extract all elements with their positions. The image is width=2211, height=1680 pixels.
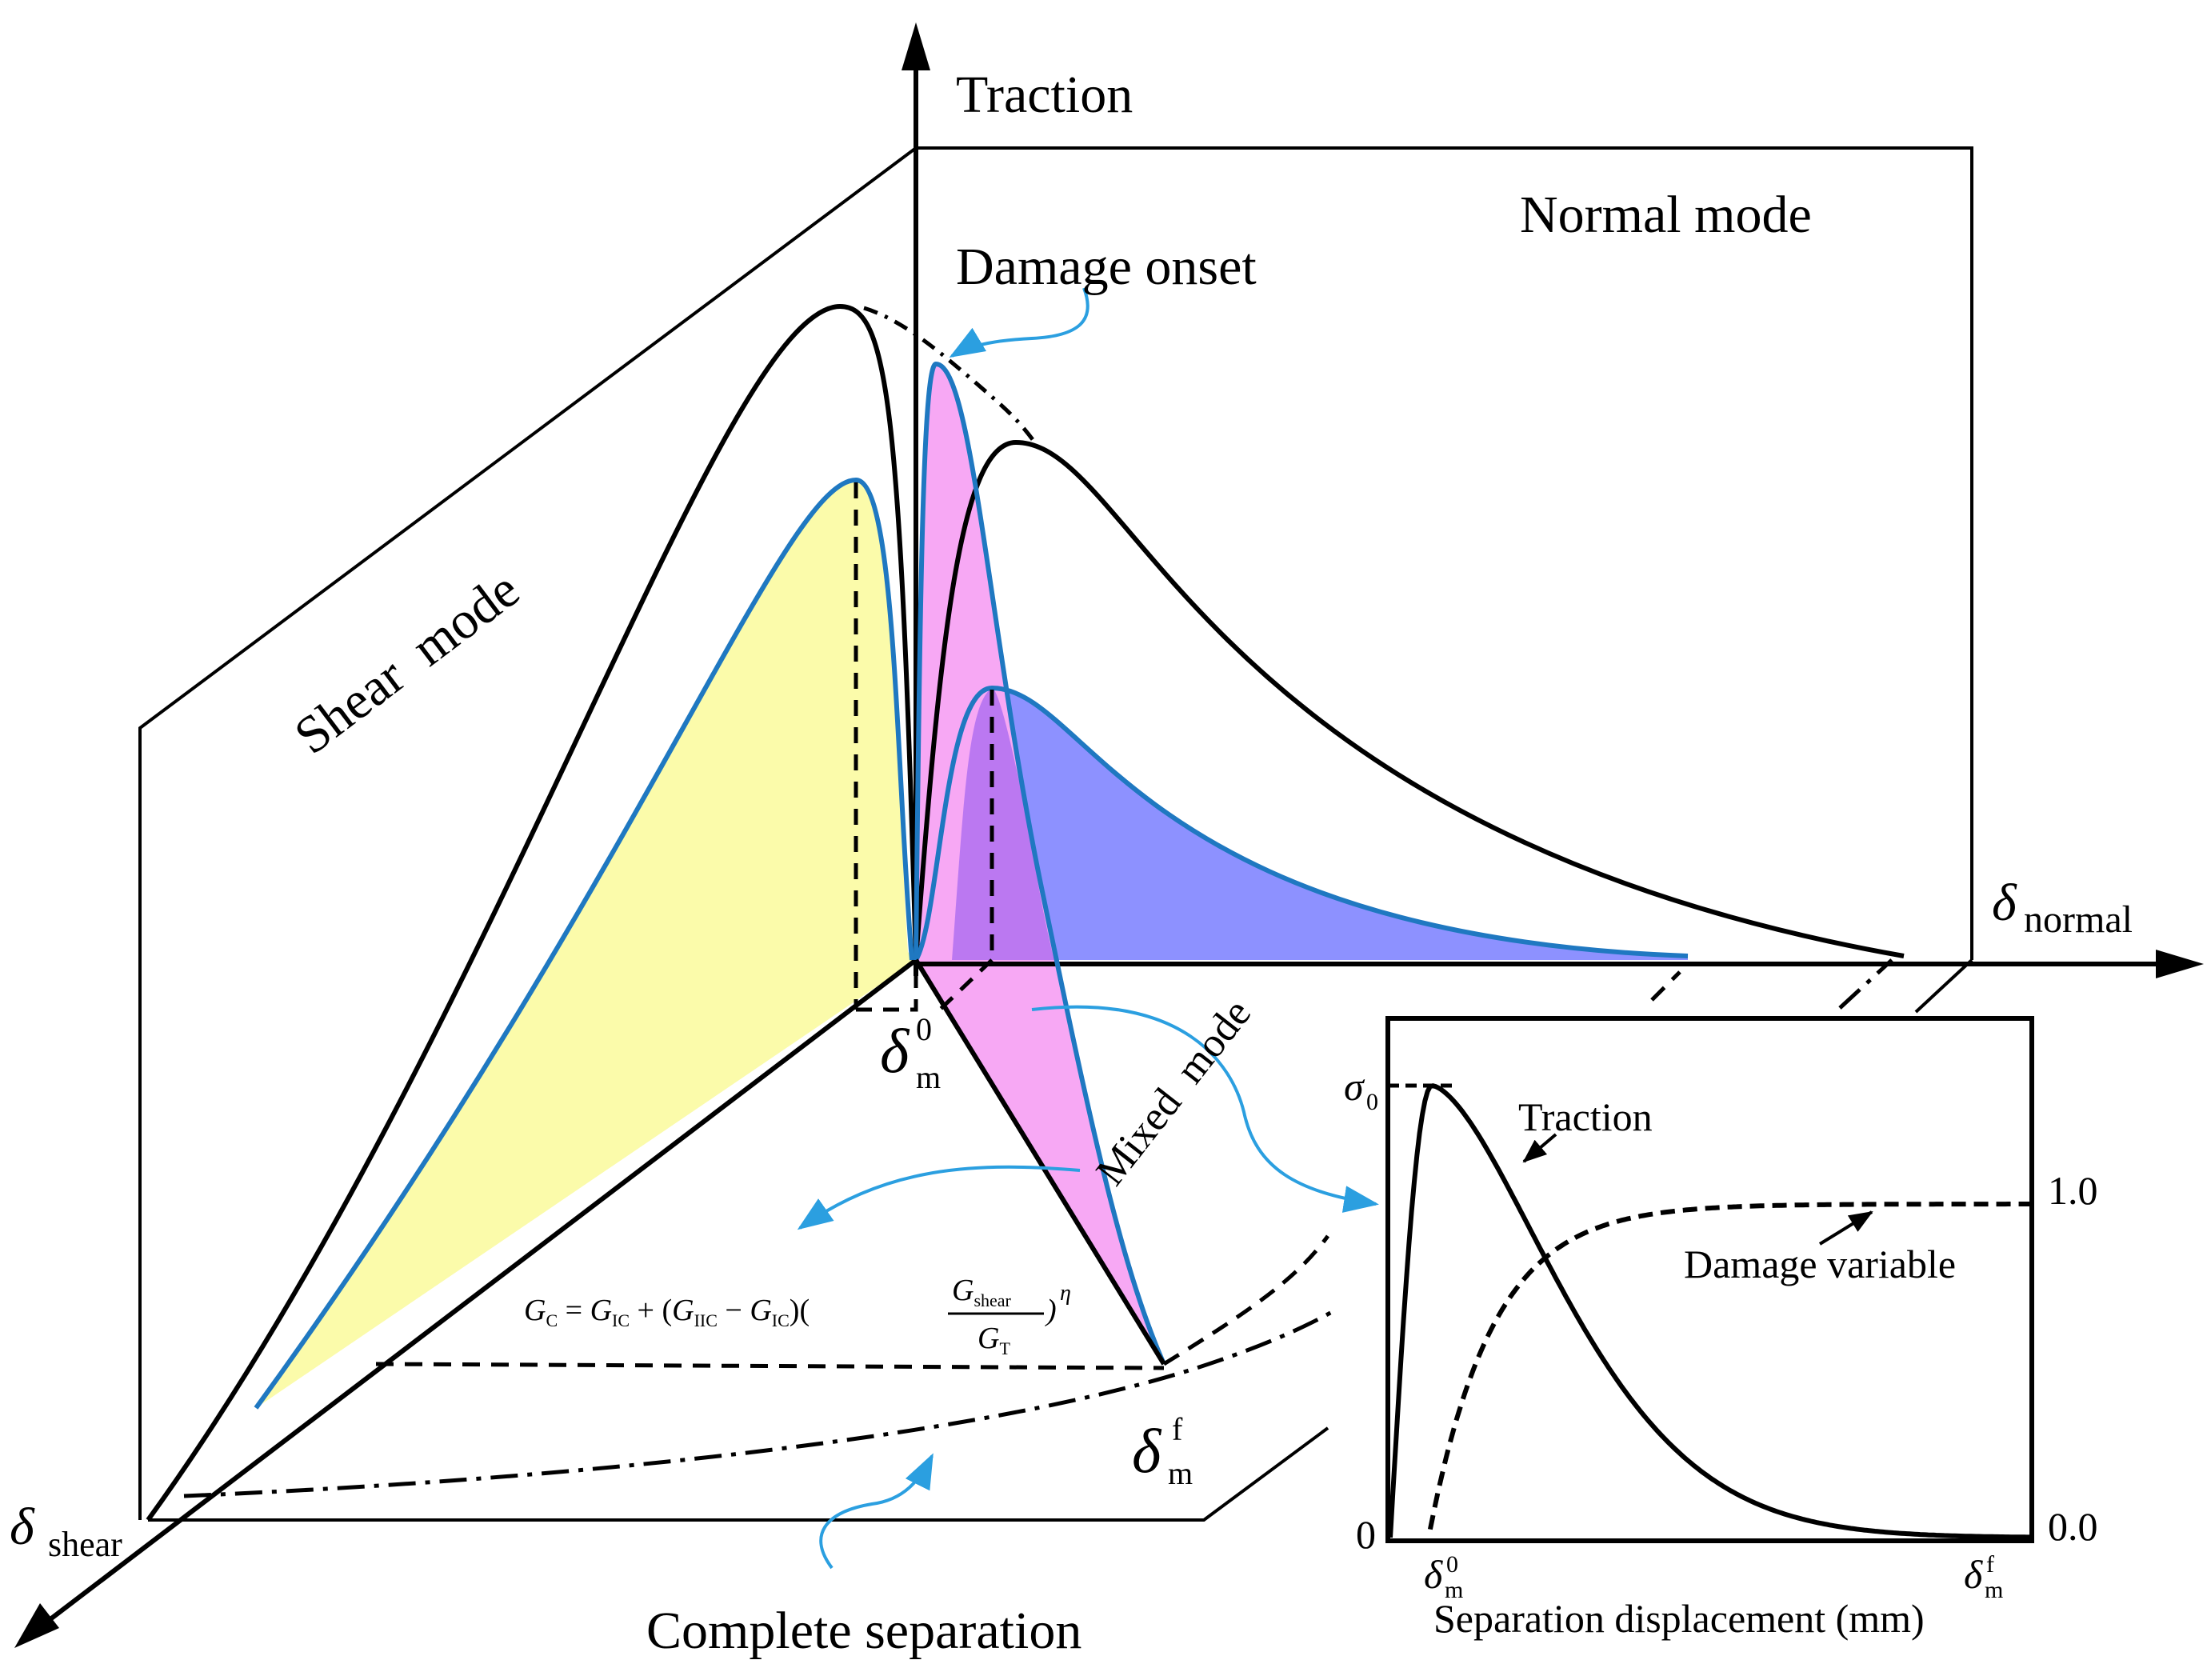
inset-right-top-tick: 1.0 — [2048, 1168, 2098, 1213]
inset-frame — [1385, 1016, 2034, 1543]
delta-m-final-label: δ f m — [1132, 1411, 1193, 1491]
svg-text:δ: δ — [880, 1016, 910, 1086]
inset-damage-curve — [1427, 1202, 2029, 1530]
delta-normal-label: δ normal — [1992, 874, 2133, 941]
svg-text:δ: δ — [1132, 1416, 1162, 1486]
shear-traction-curve — [254, 477, 914, 1410]
mixed-final-projection — [375, 1362, 1165, 1370]
svg-text:δ: δ — [1992, 874, 2017, 932]
normal-axis-arrowhead — [2156, 950, 2204, 978]
inset-sigma0-label: σ 0 — [1344, 1064, 1378, 1115]
svg-text:f: f — [1172, 1411, 1183, 1447]
damage-pointer-arrow — [1818, 1210, 1873, 1246]
mixed-traction-curve — [914, 361, 1166, 1366]
mixed-mode-baseline — [914, 958, 1166, 1366]
mixed-final-projection-normal — [1162, 1234, 1330, 1366]
delta-m-onset-label: δ 0 m — [880, 1011, 941, 1095]
inset-damage-label: Damage variable — [1684, 1242, 1956, 1286]
svg-text:δ: δ — [1964, 1552, 1983, 1597]
normal-mode-area — [916, 688, 1688, 960]
fracture-energy-formula: GC = GIC + (GIIC − GIC)( Gshear GT ) η — [524, 1274, 1071, 1358]
svg-text:f: f — [1986, 1551, 1994, 1578]
damage-onset-label: Damage onset — [956, 238, 1257, 296]
formula-arrow — [797, 1165, 1081, 1230]
svg-text:m: m — [1445, 1577, 1463, 1603]
shear-mode-plane — [138, 146, 918, 1520]
inset-traction-label: Traction — [1518, 1094, 1653, 1139]
svg-text:0: 0 — [916, 1011, 932, 1047]
svg-text:): ) — [1045, 1294, 1057, 1327]
traction-pointer-arrow — [1522, 1133, 1557, 1163]
delta-shear-label: δ shear — [10, 1498, 122, 1564]
complete-separation-envelope — [183, 1310, 1333, 1498]
normal-traction-curve — [914, 685, 1689, 962]
shear-axis-arrowhead — [14, 1603, 59, 1648]
svg-text:GT: GT — [978, 1322, 1010, 1358]
normal-envelope-curve — [914, 439, 1905, 961]
svg-text:normal: normal — [2024, 898, 2133, 941]
inset-traction-damage-chart: Traction Damage variable Separation disp… — [1344, 1016, 2098, 1641]
inset-traction-curve — [1388, 1083, 2029, 1540]
svg-text:Gshear: Gshear — [952, 1274, 1012, 1310]
svg-text:shear: shear — [48, 1525, 122, 1564]
svg-text:0: 0 — [1446, 1551, 1458, 1578]
mixed-mode-label: Mixed mode — [1088, 991, 1261, 1194]
mixed-mode-area — [916, 364, 1164, 1364]
svg-text:σ: σ — [1344, 1064, 1365, 1109]
mixed-normal-overlap — [916, 688, 1054, 960]
svg-text:η: η — [1060, 1281, 1071, 1306]
inset-xlabel: Separation displacement (mm) — [1433, 1596, 1925, 1641]
normal-final-projection-a — [1650, 970, 1681, 1002]
svg-text:GC = GIC + (GIIC − GIC)(: GC = GIC + (GIIC − GIC)( — [524, 1294, 810, 1330]
svg-text:0: 0 — [1366, 1089, 1378, 1115]
inset-x-tick-final: δ f m — [1964, 1551, 2003, 1603]
svg-text:m: m — [916, 1059, 941, 1095]
inset-left-zero: 0 — [1356, 1512, 1376, 1557]
inset-right-bottom-tick: 0.0 — [2048, 1504, 2098, 1549]
svg-text:δ: δ — [1424, 1552, 1443, 1597]
normal-mode-label: Normal mode — [1520, 186, 1812, 244]
damage-onset-envelope — [863, 306, 1038, 446]
svg-text:m: m — [1168, 1455, 1193, 1491]
floor-plane — [148, 1426, 1329, 1522]
complete-separation-arrow — [819, 1453, 934, 1570]
damage-onset-arrow — [949, 287, 1090, 358]
floor-edge-right — [1914, 958, 1973, 1014]
normal-final-projection-b — [1838, 958, 1893, 1010]
normal-onset-projection — [938, 958, 994, 1011]
svg-text:m: m — [1985, 1577, 2003, 1603]
complete-separation-label: Complete separation — [646, 1602, 1082, 1660]
inset-link-arrow — [1031, 1005, 1379, 1213]
shear-onset-projection — [856, 960, 918, 1012]
shear-mode-area — [256, 480, 916, 1408]
traction-axis-arrowhead — [902, 22, 930, 70]
inset-x-tick-onset: δ 0 m — [1424, 1551, 1463, 1603]
shear-axis — [42, 958, 918, 1626]
shear-envelope-curve — [146, 303, 918, 1522]
svg-text:δ: δ — [10, 1498, 35, 1556]
traction-axis-label: Traction — [956, 66, 1133, 124]
normal-mode-plane — [916, 146, 1973, 960]
